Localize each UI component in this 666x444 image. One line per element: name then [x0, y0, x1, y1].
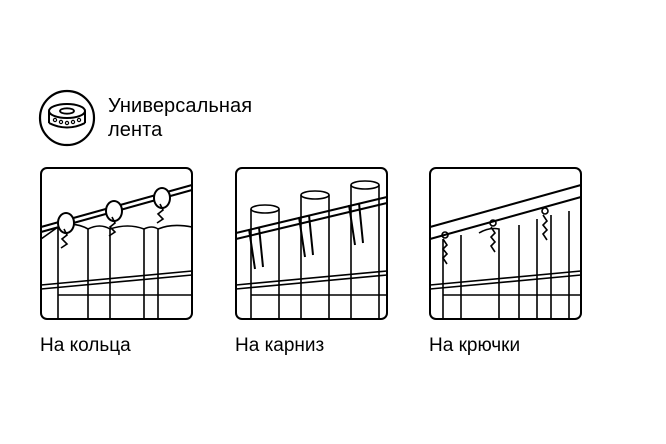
header: Универсальная лента: [38, 89, 252, 147]
caption-rod: На карниз: [235, 335, 325, 356]
title-line-1: Универсальная: [108, 95, 253, 117]
caption-hooks: На крючки: [429, 335, 521, 356]
curtain-rod-loops-icon: [235, 167, 388, 320]
panel-hooks: На крючки: [429, 167, 582, 356]
panel-rings: На кольца: [40, 167, 193, 356]
title-line-2: лента: [108, 119, 163, 141]
rings-on-rod-icon: [40, 167, 193, 320]
page-title: Универсальная лента: [108, 94, 252, 142]
hooks-on-track-icon: [429, 167, 582, 320]
panel-rod: На карниз: [235, 167, 388, 356]
tape-roll-icon: [38, 89, 96, 147]
caption-rings: На кольца: [40, 335, 131, 356]
